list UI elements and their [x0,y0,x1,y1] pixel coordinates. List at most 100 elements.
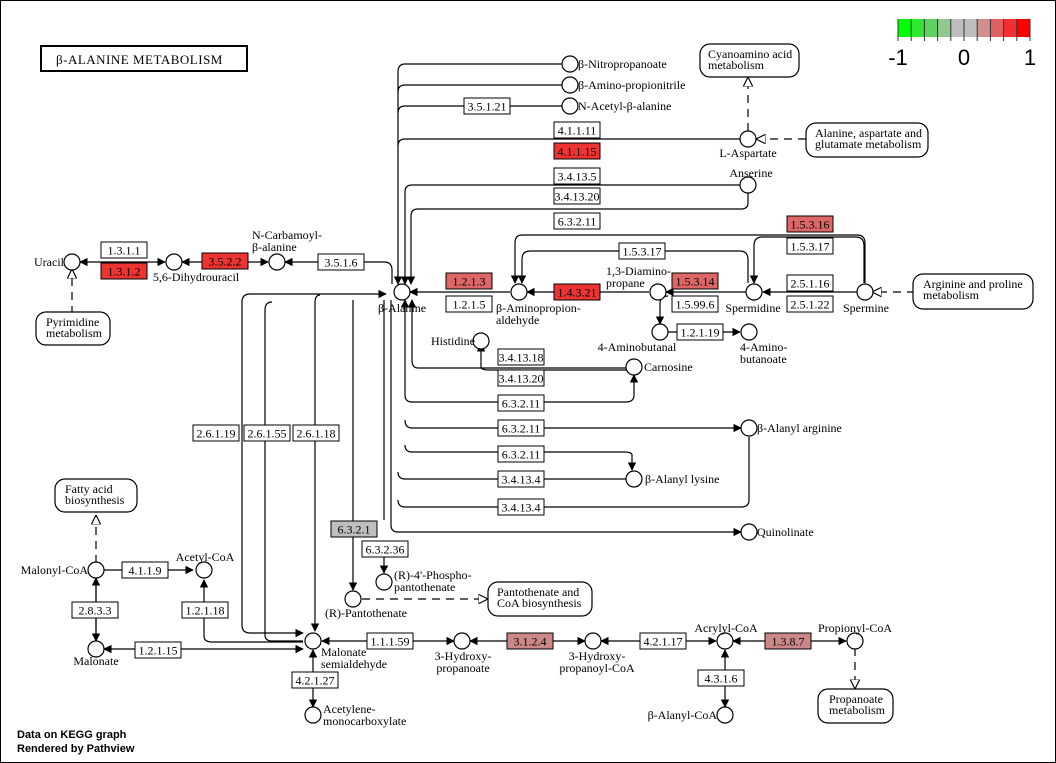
compound-node-icon[interactable] [740,523,758,541]
enzyme-3-5-1-21[interactable]: 3.5.1.21 [463,97,511,115]
enzyme-3-4-13-5[interactable]: 3.4.13.5 [553,167,601,185]
enzyme-1-3-1-1[interactable]: 1.3.1.1 [100,241,148,259]
compound-node-icon[interactable] [304,706,322,724]
enzyme-3-4-13-20[interactable]: 3.4.13.20 [497,369,545,387]
enzyme-box[interactable] [497,369,545,387]
map-box[interactable] [487,581,593,617]
enzyme-4-1-1-9[interactable]: 4.1.1.9 [121,561,169,579]
enzyme-box[interactable] [181,601,229,619]
compound-malonate[interactable]: Malonate [73,640,119,668]
enzyme-6-3-2-11[interactable]: 6.3.2.11 [497,445,545,463]
enzyme-box[interactable] [786,274,834,292]
enzyme-box[interactable] [243,424,291,442]
compound-node-icon[interactable] [716,632,734,650]
enzyme-box[interactable] [671,295,719,313]
compound-node-icon[interactable] [651,323,669,341]
compound-node-icon[interactable] [716,706,734,724]
enzyme-box[interactable] [366,632,414,650]
enzyme-2-5-1-16[interactable]: 2.5.1.16 [786,274,834,292]
compound-node-icon[interactable] [584,632,602,650]
enzyme-box[interactable] [192,424,240,442]
enzyme-box[interactable] [463,97,511,115]
enzyme-box[interactable] [497,394,545,412]
enzyme-3-1-2-4[interactable]: 3.1.2.4 [506,632,554,650]
enzyme-2-6-1-18[interactable]: 2.6.1.18 [292,424,340,442]
compound-1-3-diamino-propane[interactable]: 1,3-Diamino-propane [606,264,671,301]
compound-node-icon[interactable] [625,470,643,488]
enzyme-box[interactable] [764,632,812,650]
enzyme-box[interactable] [292,424,340,442]
enzyme-box[interactable] [445,295,493,313]
map-box[interactable] [35,311,111,346]
compound-r-4-phospho-pantothenate[interactable]: (R)-4'-Phospho-pantothenate [375,568,472,594]
enzyme-1-3-1-2[interactable]: 1.3.1.2 [100,262,148,280]
enzyme-box[interactable] [697,669,745,687]
enzyme-4-1-1-11[interactable]: 4.1.1.11 [553,121,601,139]
compound-node-icon[interactable] [87,561,105,579]
enzyme-1-5-3-17[interactable]: 1.5.3.17 [786,237,834,255]
compound-n-carbamoyl-alanine[interactable]: N-Carbamoyl-β-alanine [252,228,322,271]
map-box[interactable] [912,273,1034,310]
compound-3-hydroxy-propanoate[interactable]: 3-Hydroxy-propanoate [435,632,492,675]
compound-alanine[interactable]: β-Alanine [378,283,426,315]
compound-4-aminobutanal[interactable]: 4-Aminobutanal [598,323,677,354]
enzyme-box[interactable] [639,632,687,650]
enzyme-box[interactable] [317,253,365,271]
compound-alanyl-lysine[interactable]: β-Alanyl lysine [625,470,719,488]
compound-node-icon[interactable] [195,561,213,579]
enzyme-3-4-13-4[interactable]: 3.4.13.4 [497,498,545,516]
compound-node-icon[interactable] [510,283,528,301]
compound-node-icon[interactable] [561,55,579,73]
enzyme-box[interactable] [330,520,378,538]
enzyme-box[interactable] [497,470,545,488]
compound-node-icon[interactable] [739,130,757,148]
compound-anserine[interactable]: Anserine [729,166,773,194]
enzyme-box[interactable] [361,540,409,558]
compound-node-icon[interactable] [304,632,322,650]
enzyme-box[interactable] [786,295,834,313]
enzyme-3-4-13-18[interactable]: 3.4.13.18 [497,348,545,366]
compound-node-icon[interactable] [472,332,490,350]
enzyme-1-1-1-59[interactable]: 1.1.1.59 [366,632,414,650]
enzyme-box[interactable] [445,272,493,290]
enzyme-box[interactable] [201,252,249,270]
compound-node-icon[interactable] [393,283,411,301]
compound-node-icon[interactable] [87,640,105,658]
compound-node-icon[interactable] [739,176,757,194]
compound-carnosine[interactable]: Carnosine [625,358,693,376]
map-box[interactable] [54,478,138,513]
enzyme-1-3-8-7[interactable]: 1.3.8.7 [764,632,812,650]
compound-l-aspartate[interactable]: L-Aspartate [719,130,777,160]
enzyme-box[interactable] [671,272,719,290]
enzyme-4-2-1-27[interactable]: 4.2.1.27 [291,671,339,689]
enzyme-3-4-13-4[interactable]: 3.4.13.4 [497,470,545,488]
compound-uracil[interactable]: Uracil [34,253,81,271]
compound-node-icon[interactable] [561,97,579,115]
enzyme-1-2-1-5[interactable]: 1.2.1.5 [445,295,493,313]
compound-spermine[interactable]: Spermine [843,283,889,315]
compound-acrylyl-coa[interactable]: Acrylyl-CoA [694,621,758,650]
compound-acetylene-monocarboxylate[interactable]: Acetylene-monocarboxylate [304,702,406,728]
enzyme-3-4-13-20[interactable]: 3.4.13.20 [553,187,601,205]
enzyme-6-3-2-1[interactable]: 6.3.2.1 [330,520,378,538]
enzyme-box[interactable] [121,561,169,579]
map-box[interactable] [699,43,800,78]
enzyme-box[interactable] [506,632,554,650]
compound-amino-propionitrile[interactable]: β-Amino-propionitrile [561,76,685,94]
enzyme-2-8-3-3[interactable]: 2.8.3.3 [71,601,119,619]
compound-histidine[interactable]: Histidine [431,332,490,350]
enzyme-1-2-1-18[interactable]: 1.2.1.18 [181,601,229,619]
compound-spermidine[interactable]: Spermidine [725,283,781,315]
compound-node-icon[interactable] [165,253,183,271]
enzyme-box[interactable] [134,641,182,659]
compound-3-hydroxy-propanoyl-coa[interactable]: 3-Hydroxy-propanoyl-CoA [559,632,635,675]
compound-node-icon[interactable] [740,323,758,341]
compound-aminopropion-aldehyde[interactable]: β-Aminopropion-aldehyde [496,283,581,327]
compound-node-icon[interactable] [856,283,874,301]
enzyme-1-5-99-6[interactable]: 1.5.99.6 [671,295,719,313]
